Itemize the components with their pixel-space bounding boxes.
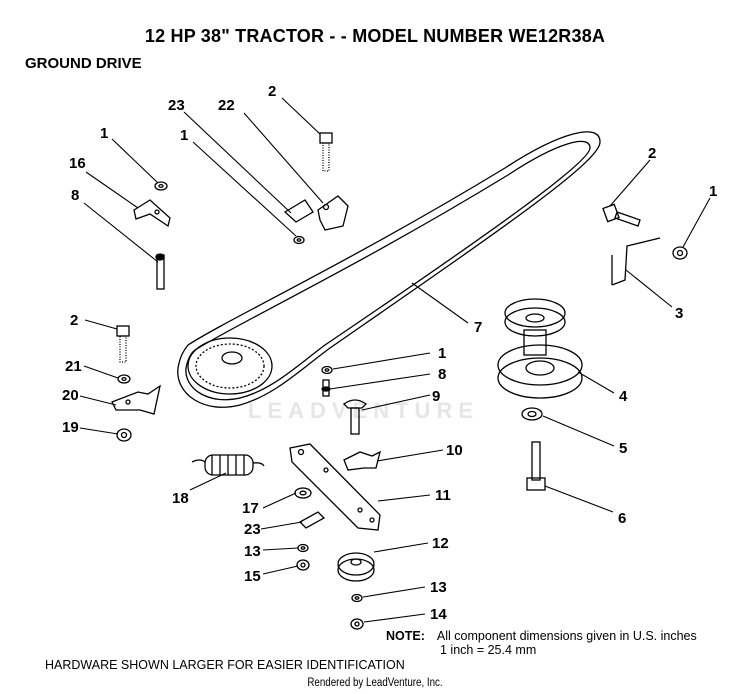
callout-label: 20 <box>62 387 79 404</box>
washer-21[interactable] <box>117 374 131 384</box>
watermark: LEADVENTURE <box>248 398 480 423</box>
washer-13-left[interactable] <box>297 543 309 553</box>
note-block: NOTE: All component dimensions given in U… <box>386 629 697 657</box>
washer-5[interactable] <box>521 407 543 421</box>
clip-10[interactable] <box>343 450 381 471</box>
callout-label: 21 <box>65 358 82 375</box>
rendered-by: Rendered by LeadVenture, Inc. <box>307 677 443 689</box>
callout-label: 13 <box>244 543 261 560</box>
callout-label: 23 <box>244 521 261 538</box>
bracket-22[interactable] <box>317 195 349 231</box>
bolt-2-right[interactable] <box>602 203 641 227</box>
callout-label: 7 <box>474 319 482 336</box>
note-label: NOTE: <box>386 629 425 643</box>
callout-label: 19 <box>62 419 79 436</box>
note-line-2: 1 inch = 25.4 mm <box>440 643 537 657</box>
callout-label: 1 <box>709 183 717 200</box>
callout-label: 16 <box>69 155 86 172</box>
nut-1-right[interactable] <box>672 246 688 260</box>
leader-lines <box>79 97 711 623</box>
callout-label: 12 <box>432 535 449 552</box>
callout-label: 8 <box>71 187 79 204</box>
bracket-20[interactable] <box>111 384 161 415</box>
callout-label: 4 <box>619 388 628 405</box>
callout-label: 8 <box>438 366 446 383</box>
callout-label: 22 <box>218 97 235 114</box>
idler-arm-11[interactable] <box>289 443 381 531</box>
callout-label: 13 <box>430 579 447 596</box>
callout-label: 9 <box>432 388 440 405</box>
callout-label: 2 <box>648 145 656 162</box>
nut-15[interactable] <box>296 559 310 571</box>
bolt-2-top[interactable] <box>319 132 333 172</box>
bolt-9[interactable] <box>343 399 367 435</box>
washer-17[interactable] <box>294 487 312 499</box>
clip-23-top[interactable] <box>283 199 314 223</box>
section-subtitle: GROUND DRIVE <box>25 55 142 72</box>
pulley-4[interactable] <box>497 298 583 399</box>
callout-label: 2 <box>70 312 78 329</box>
rod-3[interactable] <box>611 237 661 286</box>
bolt-6[interactable] <box>526 441 546 491</box>
bracket-16[interactable] <box>133 199 171 228</box>
callout-label: 18 <box>172 490 189 507</box>
callout-label: 14 <box>430 606 447 623</box>
washer-1-left[interactable] <box>154 181 168 191</box>
spring-18[interactable] <box>191 454 265 476</box>
bolt-8-left[interactable] <box>155 253 165 290</box>
drive-belt[interactable] <box>177 131 601 408</box>
washer-13-right[interactable] <box>351 593 363 603</box>
nut-14[interactable] <box>350 618 364 630</box>
washer-1-center[interactable] <box>321 365 333 375</box>
callout-label: 3 <box>675 305 683 322</box>
callout-label: 1 <box>100 125 108 142</box>
callout-label: 1 <box>180 127 188 144</box>
clip-23-lower[interactable] <box>298 511 326 529</box>
bolt-8-center[interactable] <box>321 379 331 397</box>
idler-pulley-12[interactable] <box>337 552 375 582</box>
callout-label: 2 <box>268 83 276 100</box>
callout-label: 1 <box>438 345 446 362</box>
callout-label: 5 <box>619 440 627 457</box>
bolt-2-left[interactable] <box>116 325 130 363</box>
callout-label: 17 <box>242 500 259 517</box>
washer-1-top[interactable] <box>293 235 305 245</box>
callout-labels: 2 23 22 1 1 16 8 2 1 3 7 2 21 20 19 1 8 … <box>62 83 717 623</box>
callout-label: 6 <box>618 510 626 527</box>
belt-pulley-sprocket[interactable] <box>187 337 273 395</box>
callout-label: 15 <box>244 568 261 585</box>
note-line-1: All component dimensions given in U.S. i… <box>436 629 697 643</box>
diagram-title: 12 HP 38" TRACTOR - - MODEL NUMBER WE12R… <box>144 26 606 46</box>
callout-label: 23 <box>168 97 185 114</box>
callout-label: 10 <box>446 442 463 459</box>
nut-19[interactable] <box>116 428 132 442</box>
footer-text: HARDWARE SHOWN LARGER FOR EASIER IDENTIF… <box>45 658 405 672</box>
callout-label: 11 <box>435 487 451 504</box>
